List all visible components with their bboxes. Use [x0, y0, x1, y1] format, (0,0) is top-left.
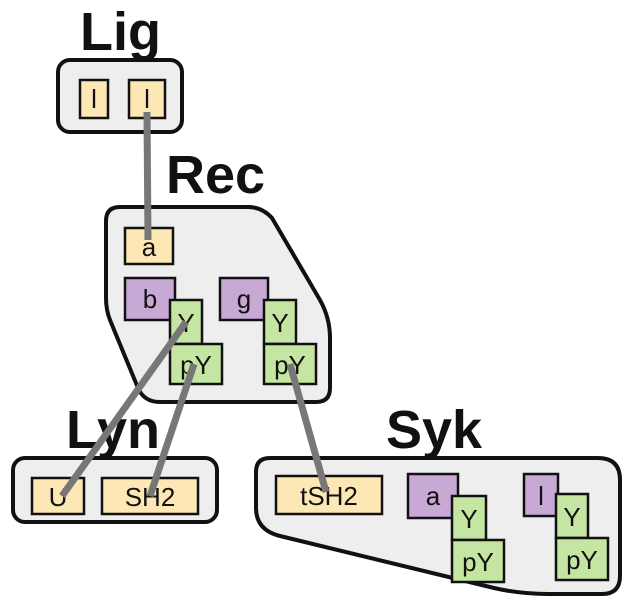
syk-site-a-y-label: Y — [460, 504, 477, 534]
lig-site-l-2: l — [127, 78, 167, 120]
lig-site-l-2-label: l — [144, 84, 150, 114]
lig-site-l-1: l — [78, 78, 110, 120]
rec-site-b-py: pY — [168, 342, 224, 386]
bond-rec-b-py-to-lyn-sh2 — [146, 362, 198, 498]
syk-site-a: a — [406, 472, 460, 520]
rec-site-g: g — [218, 276, 270, 322]
syk-site-a-py: pY — [450, 538, 506, 584]
bond-rec-b-y-to-lyn-u — [59, 319, 189, 499]
lig-site-l-2-box — [127, 78, 167, 120]
syk-site-l-py-box — [554, 536, 610, 582]
syk-site-l-py: pY — [554, 536, 610, 582]
syk-site-l-y-label: Y — [563, 502, 580, 532]
rec-site-b-py-box — [168, 342, 224, 386]
syk-site-l-y: Y — [554, 492, 590, 540]
lig-site-l-1-label: l — [91, 84, 97, 114]
syk-site-tsh2-box — [274, 474, 384, 516]
syk-site-l-y-box — [554, 492, 590, 540]
rec-site-g-y-label: Y — [271, 308, 288, 338]
bond-rec-g-py-to-syk-tsh2 — [286, 363, 330, 493]
syk-site-a-y: Y — [450, 494, 488, 542]
syk-site-l-label: l — [538, 481, 544, 511]
lig-site-l-1-box — [78, 78, 110, 120]
syk-site-a-label: a — [426, 481, 441, 511]
rec-site-g-label: g — [237, 284, 251, 314]
rec-title: Rec — [166, 145, 265, 205]
syk-site-l: l — [522, 472, 560, 518]
rec-site-b-label: b — [143, 284, 157, 314]
syk-site-l-box — [522, 472, 560, 518]
lig-title: Lig — [80, 2, 161, 62]
lyn-site-u-box — [30, 476, 86, 516]
lyn-site-u: U — [30, 476, 86, 516]
rec-site-g-y: Y — [262, 298, 298, 346]
syk-title: Syk — [386, 400, 483, 460]
syk-site-tsh2: tSH2 — [274, 474, 384, 516]
syk-site-a-py-label: pY — [462, 547, 494, 577]
rec-site-g-y-box — [262, 298, 298, 346]
syk-site-l-py-label: pY — [566, 545, 598, 575]
syk-site-tsh2-label: tSH2 — [300, 481, 358, 511]
syk-site-a-box — [406, 472, 460, 520]
rec-site-b: b — [123, 276, 177, 322]
bond-lig-l-to-rec-a — [143, 111, 152, 241]
rec-site-g-box — [218, 276, 270, 322]
syk-site-a-py-box — [450, 538, 506, 584]
